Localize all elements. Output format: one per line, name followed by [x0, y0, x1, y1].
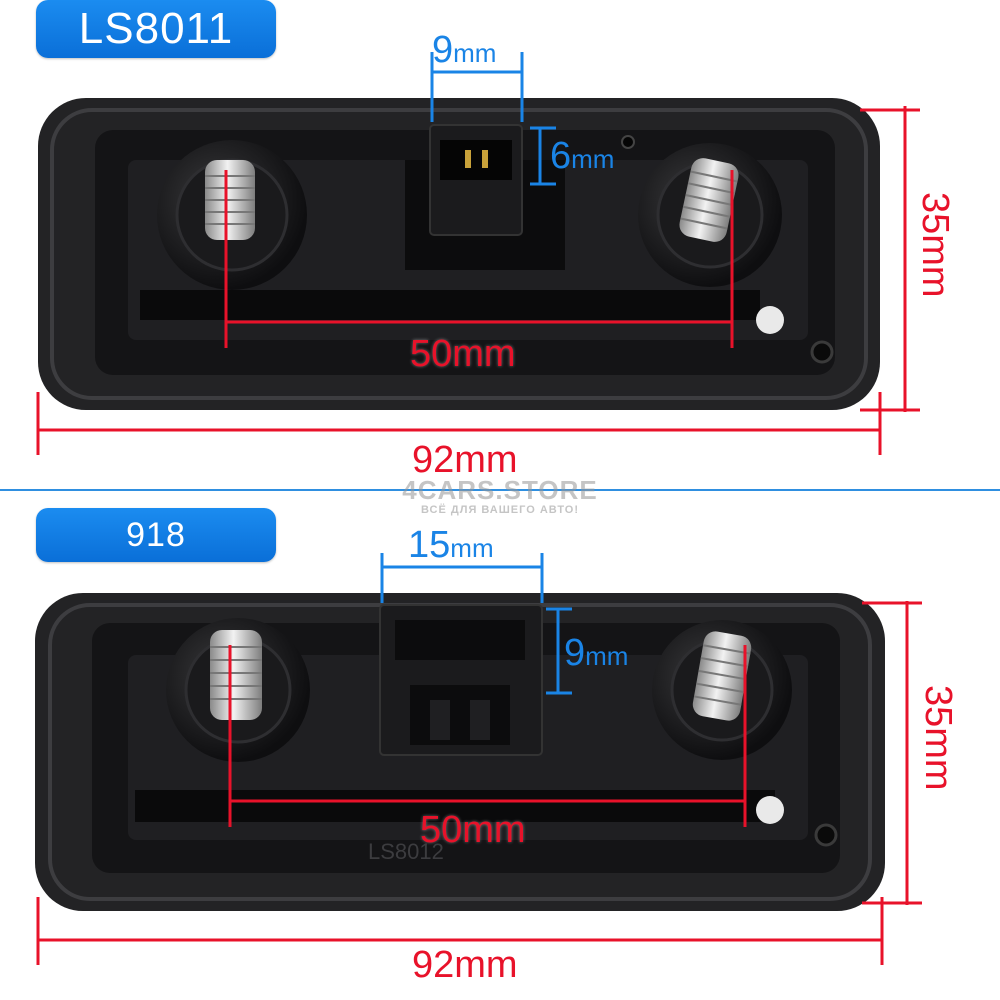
section-divider	[0, 489, 1000, 491]
connector-height-value: 9	[564, 632, 586, 674]
license-plate-light-housing: LS8012	[35, 553, 922, 965]
left-mounting-stud	[166, 618, 310, 762]
left-mounting-stud	[157, 140, 307, 290]
connector-height-value: 6	[550, 135, 572, 177]
overall-height-label: 35mm	[917, 685, 959, 791]
overall-width-label: 92mm	[412, 439, 518, 481]
connector-height-label: 6mm	[550, 136, 614, 179]
overall-width-label: 92mm	[412, 944, 518, 986]
connector-height-unit: mm	[585, 641, 629, 671]
bottom-product-panel: 918	[0, 505, 1000, 985]
wire-connector	[405, 124, 565, 270]
connector-height-label: 9mm	[564, 633, 628, 676]
stud-spacing-label: 50mm	[420, 809, 526, 851]
molded-part-number: LS8012	[368, 839, 444, 864]
wire-connector	[379, 604, 543, 756]
right-mounting-stud	[652, 620, 792, 760]
stud-spacing-label: 50mm	[410, 333, 516, 375]
right-mounting-stud	[638, 143, 782, 287]
overall-height-label: 35mm	[914, 192, 956, 298]
connector-width-label: 9mm	[432, 30, 496, 73]
license-plate-light-housing	[36, 52, 920, 455]
top-product-panel: LS8011	[0, 0, 1000, 480]
model-badge: LS8011	[36, 0, 276, 58]
connector-width-label: 15mm	[408, 525, 494, 568]
connector-height-unit: mm	[571, 144, 615, 174]
connector-width-unit: mm	[453, 38, 497, 68]
model-badge: 918	[36, 508, 276, 562]
connector-width-value: 9	[432, 29, 454, 71]
connector-width-value: 15	[408, 524, 451, 566]
connector-width-unit: mm	[450, 533, 494, 563]
